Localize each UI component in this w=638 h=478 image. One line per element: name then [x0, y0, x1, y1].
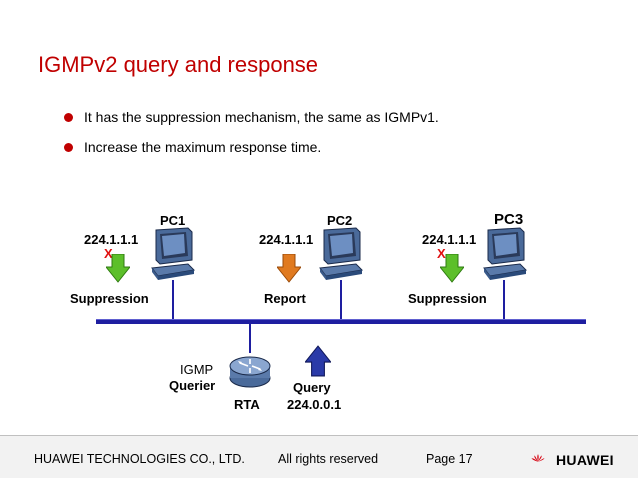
- router-role-line1: IGMP: [180, 362, 214, 377]
- router-role-line2: Querier: [169, 378, 216, 393]
- pc3-link: [503, 280, 505, 320]
- pc3-group-address: 224.1.1.1: [422, 232, 477, 247]
- bullet-dot-icon: [64, 113, 73, 122]
- pc1-suppressed-mark: X: [104, 246, 113, 261]
- pc2-status-label: Report: [264, 291, 306, 306]
- query-up-arrow-icon: [305, 345, 331, 377]
- pc1-status-label: Suppression: [70, 291, 149, 306]
- pc2-group-address: 224.1.1.1: [259, 232, 314, 247]
- footer-bar: [0, 436, 638, 478]
- huawei-logo-icon: [531, 454, 545, 462]
- pc3-suppressed-mark: X: [437, 246, 446, 261]
- bullet-item: Increase the maximum response time.: [64, 136, 439, 158]
- bullet-item: It has the suppression mechanism, the sa…: [64, 106, 439, 128]
- huawei-logo-text: HUAWEI: [556, 452, 614, 468]
- footer-rights: All rights reserved: [278, 452, 379, 466]
- router-icon: [229, 356, 271, 388]
- router-link: [249, 323, 251, 353]
- bullet-text: It has the suppression mechanism, the sa…: [84, 109, 439, 125]
- pc2-computer-icon: [319, 227, 364, 280]
- pc2-link: [340, 280, 342, 320]
- pc1-down-arrow-icon: [106, 254, 130, 283]
- pc1-computer-icon: [151, 227, 196, 280]
- footer-page-number: Page 17: [426, 452, 473, 466]
- pc3-label: PC3: [494, 211, 524, 228]
- footer-company: HUAWEI TECHNOLOGIES CO., LTD.: [34, 452, 245, 466]
- bullet-text: Increase the maximum response time.: [84, 139, 322, 155]
- ethernet-bus: [96, 319, 586, 324]
- pc1-group-address: 224.1.1.1: [84, 232, 139, 247]
- pc2-down-arrow-icon: [277, 254, 301, 283]
- slide-title: IGMPv2 query and response: [38, 52, 319, 77]
- router-name: RTA: [234, 397, 260, 412]
- pc1-link: [172, 280, 174, 320]
- query-address: 224.0.0.1: [287, 397, 342, 412]
- bullet-list: It has the suppression mechanism, the sa…: [64, 106, 439, 166]
- pc3-computer-icon: [483, 227, 528, 280]
- pc3-down-arrow-icon: [440, 254, 464, 283]
- pc2-label: PC2: [327, 213, 353, 228]
- query-label: Query: [293, 380, 331, 395]
- bullet-dot-icon: [64, 143, 73, 152]
- footer-divider: [0, 435, 638, 436]
- pc1-label: PC1: [160, 213, 186, 228]
- pc3-status-label: Suppression: [408, 291, 487, 306]
